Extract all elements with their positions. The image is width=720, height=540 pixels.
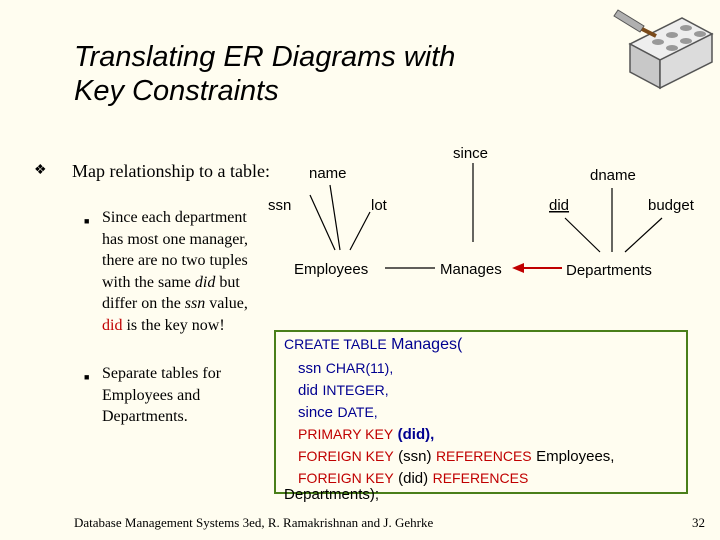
er-diagram: ssn name lot since did dname budget Empl… (268, 145, 695, 279)
sql-primary-key-keyword: PRIMARY KEY (298, 426, 394, 442)
sql-line-6: FOREIGN KEY (ssn) REFERENCES Employees, (298, 448, 614, 466)
sql-fk-col-ssn: (ssn) (398, 448, 432, 465)
sql-col-did: did (298, 382, 319, 399)
sql-primary-key-value: (did), (397, 426, 435, 443)
sql-code-box: CREATE TABLE Manages( ssn CHAR(11), did … (274, 330, 688, 494)
slide-title: Translating ER Diagrams with Key Constra… (74, 40, 455, 108)
main-bullet-text: Map relationship to a table: (72, 161, 270, 181)
sub1-part4: is the key now! (122, 316, 225, 334)
line-ssn-employees (309, 194, 336, 251)
line-did-departments (564, 217, 601, 253)
sql-references-keyword-1: REFERENCES (435, 448, 532, 464)
sql-type-did: INTEGER, (322, 382, 389, 398)
sql-line-4: since DATE, (298, 404, 378, 422)
sub-bullet-1-text: Since each department has most one manag… (102, 207, 264, 336)
sql-col-since: since (298, 404, 334, 421)
sub-bullet-marker-icon: ■ (84, 216, 90, 226)
sub1-part3: value, (205, 295, 248, 312)
sql-create-table-keyword: CREATE TABLE (284, 336, 387, 352)
sql-line-5: PRIMARY KEY (did), (298, 426, 434, 444)
footer-citation: Database Management Systems 3ed, R. Rama… (74, 515, 434, 530)
sub1-did-red: did (102, 316, 123, 334)
attr-did-key: did (549, 197, 569, 214)
sql-ref-departments: Departments); (284, 486, 380, 503)
sql-references-keyword-2: REFERENCES (432, 470, 529, 486)
bullet-marker-icon: ❖ (34, 163, 47, 178)
entity-employees: Employees (294, 261, 368, 278)
brick-logo-icon (613, 9, 714, 90)
attr-budget: budget (648, 197, 695, 214)
sub1-part2: but differ on the (102, 273, 240, 313)
line-name-employees (329, 184, 341, 251)
sql-col-ssn: ssn (298, 360, 322, 377)
attr-since: since (453, 145, 488, 162)
sub-bullet-2-text: Separate tables for Employees and Depart… (102, 365, 222, 425)
sql-line-3: did INTEGER, (298, 382, 389, 400)
sql-type-ssn: CHAR(11), (325, 360, 394, 376)
relationship-manages: Manages (440, 261, 502, 278)
entity-departments: Departments (566, 262, 652, 279)
line-budget-departments (624, 217, 663, 253)
title-line-2: Key Constraints (74, 75, 279, 107)
sql-line-7: FOREIGN KEY (did) REFERENCES (298, 470, 528, 488)
attr-lot: lot (371, 197, 388, 214)
sql-foreign-key-keyword-1: FOREIGN KEY (298, 448, 394, 464)
sql-line-1: CREATE TABLE Manages( (284, 336, 462, 354)
sql-foreign-key-keyword-2: FOREIGN KEY (298, 470, 394, 486)
page-number: 32 (692, 515, 705, 530)
line-lot-employees (349, 211, 371, 251)
sql-ref-employees: Employees, (536, 448, 615, 465)
sql-table-name: Manages( (391, 336, 463, 353)
sub1-part1: Since each department has most one manag… (102, 209, 248, 291)
sql-line-2: ssn CHAR(11), (298, 360, 393, 378)
title-line-1: Translating ER Diagrams with (74, 41, 456, 73)
attr-dname: dname (590, 167, 636, 184)
attr-ssn: ssn (268, 197, 291, 214)
sub1-ssn-italic: ssn (184, 295, 206, 312)
sql-type-since: DATE, (337, 404, 378, 420)
sub-bullet-marker-icon: ■ (84, 372, 90, 382)
arrow-head-icon (512, 263, 524, 273)
sql-fk-col-did: (did) (398, 470, 429, 487)
sub1-did-italic: did (194, 273, 216, 291)
attr-name: name (309, 165, 347, 182)
